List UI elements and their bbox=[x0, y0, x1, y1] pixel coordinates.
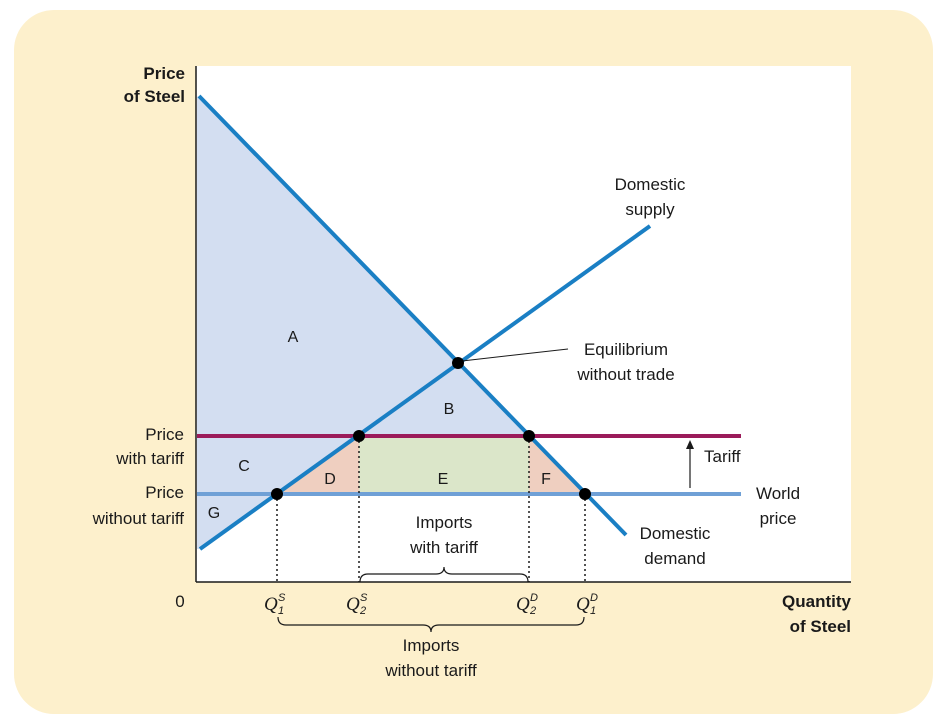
price-without-tariff-label-line2: without tariff bbox=[92, 509, 185, 528]
area-d-label: D bbox=[324, 471, 336, 488]
x-axis-title-line1: Quantity bbox=[782, 592, 851, 611]
origin-label: 0 bbox=[175, 592, 184, 611]
svg-text:Q: Q bbox=[346, 594, 360, 615]
imports-with-tariff-label-line1: Imports bbox=[416, 513, 473, 532]
imports-without-tariff-brace bbox=[277, 616, 585, 633]
producer-surplus-region bbox=[197, 436, 359, 494]
equilibrium-point bbox=[452, 357, 464, 369]
tariff-revenue-e-region bbox=[359, 436, 529, 494]
svg-text:1: 1 bbox=[590, 605, 596, 617]
imports-without-tariff-label-line2: without tariff bbox=[384, 661, 477, 680]
area-e-label: E bbox=[438, 471, 449, 488]
demand-label-line1: Domestic bbox=[640, 524, 711, 543]
equilibrium-label-line1: Equilibrium bbox=[584, 340, 668, 359]
imports-with-tariff-brace bbox=[359, 566, 529, 583]
domestic-demand-curve bbox=[197, 94, 628, 537]
svg-text:S: S bbox=[360, 592, 368, 604]
equilibrium-label-line2: without trade bbox=[576, 365, 674, 384]
demand-label-line2: demand bbox=[644, 549, 705, 568]
svg-text:Q: Q bbox=[516, 594, 530, 615]
x-axis-title-line2: of Steel bbox=[790, 617, 851, 636]
area-c-label: C bbox=[238, 458, 250, 475]
svg-text:Q: Q bbox=[264, 594, 278, 615]
price-with-tariff-label-line1: Price bbox=[145, 425, 184, 444]
price-without-tariff-label-line1: Price bbox=[145, 483, 184, 502]
q2d-point bbox=[523, 430, 535, 442]
svg-text:2: 2 bbox=[359, 605, 366, 617]
svg-text:S: S bbox=[278, 592, 286, 604]
q1d-point bbox=[579, 488, 591, 500]
svg-text:1: 1 bbox=[278, 605, 284, 617]
supply-label-line2: supply bbox=[625, 200, 675, 219]
q1s-point bbox=[271, 488, 283, 500]
q2s-tick-label: Q S 2 bbox=[346, 592, 368, 617]
area-a-label: A bbox=[288, 329, 299, 346]
area-f-label: F bbox=[541, 471, 551, 488]
svg-text:2: 2 bbox=[529, 605, 536, 617]
svg-text:D: D bbox=[530, 592, 538, 604]
svg-text:Q: Q bbox=[576, 594, 590, 615]
q2s-point bbox=[353, 430, 365, 442]
world-price-label-line2: price bbox=[760, 509, 797, 528]
y-axis-title-line1: Price bbox=[143, 64, 185, 83]
tariff-arrowhead-icon bbox=[686, 440, 694, 449]
imports-with-tariff-label-line2: with tariff bbox=[409, 538, 478, 557]
y-axis-title-line2: of Steel bbox=[124, 87, 185, 106]
price-with-tariff-label-line2: with tariff bbox=[115, 449, 184, 468]
svg-text:D: D bbox=[590, 592, 598, 604]
world-price-label-line1: World bbox=[756, 484, 800, 503]
equilibrium-pointer bbox=[461, 348, 569, 362]
tariff-label: Tariff bbox=[704, 447, 741, 466]
area-b-label: B bbox=[444, 401, 455, 418]
imports-without-tariff-label-line1: Imports bbox=[403, 636, 460, 655]
supply-label-line1: Domestic bbox=[615, 175, 686, 194]
q1d-tick-label: Q D 1 bbox=[576, 592, 598, 617]
q1s-tick-label: Q S 1 bbox=[264, 592, 286, 617]
q2d-tick-label: Q D 2 bbox=[516, 592, 538, 617]
area-g-label: G bbox=[208, 505, 220, 522]
